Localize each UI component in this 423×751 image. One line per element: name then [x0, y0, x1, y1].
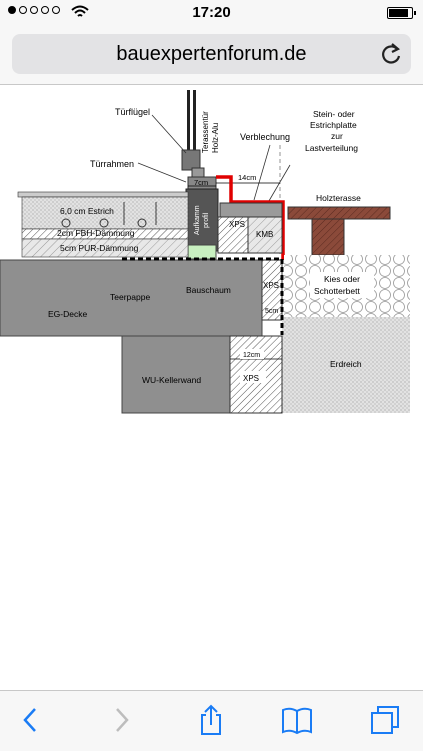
status-time: 17:20 [192, 4, 231, 21]
xps-label-1: XPS [229, 220, 245, 229]
kies-label-2: Schotterbett [314, 286, 360, 296]
dim-7cm: 7cm [194, 178, 208, 187]
back-icon[interactable] [14, 703, 48, 737]
kellerwand [121, 335, 231, 414]
red-membrane [216, 175, 285, 260]
estrich-label: 6,0 cm Estrich [60, 206, 114, 216]
tuerfluegel-label: Türflügel [115, 107, 150, 117]
terrassentuer-label-2: Holz-Alu [211, 123, 220, 153]
stein-label-1: Stein- oder [313, 109, 355, 119]
forward-icon[interactable] [104, 703, 138, 737]
door-frame [185, 176, 219, 260]
teerpappe-label: Teerpappe [110, 292, 150, 302]
stein-label-2: Estrichplatte [310, 120, 357, 130]
aufkamm-label-2: profil [203, 212, 210, 228]
kies-label-bg [310, 272, 374, 298]
xps-label-2: XPS [263, 281, 279, 290]
dim-14cm: 14cm [238, 173, 256, 182]
verblechung-label: Verblechung [240, 132, 290, 142]
xps-label-3: XPS [243, 374, 259, 383]
xps-block-right [261, 259, 283, 321]
stone-plate [219, 202, 283, 218]
web-content: Aufkamm profil Terassentür Holz-Alu Türf… [0, 85, 423, 690]
egdecke-label: EG-Decke [48, 309, 87, 319]
xps-lower-label-bg [240, 371, 266, 383]
fbh-label: 2cm FBH-Dämmung [57, 228, 135, 238]
kies-label-1: Kies oder [324, 274, 360, 284]
bauschaum-label: Bauschaum [186, 285, 231, 295]
battery-icon [387, 7, 416, 19]
url-text[interactable]: bauexpertenforum.de [116, 43, 307, 65]
browser-address-area: bauexpertenforum.de [0, 28, 423, 85]
eg-decke [0, 259, 263, 337]
tuerrahmen-label: Türrahmen [90, 159, 134, 169]
aufkamm-label-1: Aufkamm [194, 205, 201, 235]
stein-label-3: zur [331, 131, 343, 141]
terrassentuer-label-1: Terassentür [201, 111, 210, 153]
keller-label: WU-Kellerwand [142, 375, 201, 385]
teerpappe-line [122, 257, 284, 335]
kmb-block [247, 216, 283, 254]
pur-label: 5cm PUR-Dämmung [60, 243, 139, 253]
kmb-label: KMB [256, 230, 273, 239]
door-leaf [181, 90, 205, 179]
browser-toolbar [0, 690, 423, 751]
status-bar: 17:20 [0, 0, 423, 28]
reload-icon[interactable] [377, 40, 405, 68]
construction-diagram: Aufkamm profil Terassentür Holz-Alu Türf… [0, 90, 410, 414]
share-icon[interactable] [194, 703, 228, 737]
dim-12cm-bg [240, 349, 264, 359]
wood-terrace [287, 206, 391, 256]
floor-buildup [17, 191, 189, 258]
tabs-icon[interactable] [368, 703, 402, 737]
dim-5cm: 5cm [265, 308, 278, 315]
erdreich [282, 317, 410, 413]
erdreich-label: Erdreich [330, 359, 362, 369]
bookmarks-icon[interactable] [280, 703, 314, 737]
signal-strength-icon [8, 6, 60, 14]
dim-12cm: 12cm [243, 352, 260, 359]
holzterasse-label: Holzterasse [316, 193, 361, 203]
xps-block-upper [217, 216, 249, 254]
stein-label-4: Lastverteilung [305, 143, 358, 153]
wifi-icon [71, 5, 89, 17]
address-bar[interactable]: bauexpertenforum.de [12, 34, 411, 74]
